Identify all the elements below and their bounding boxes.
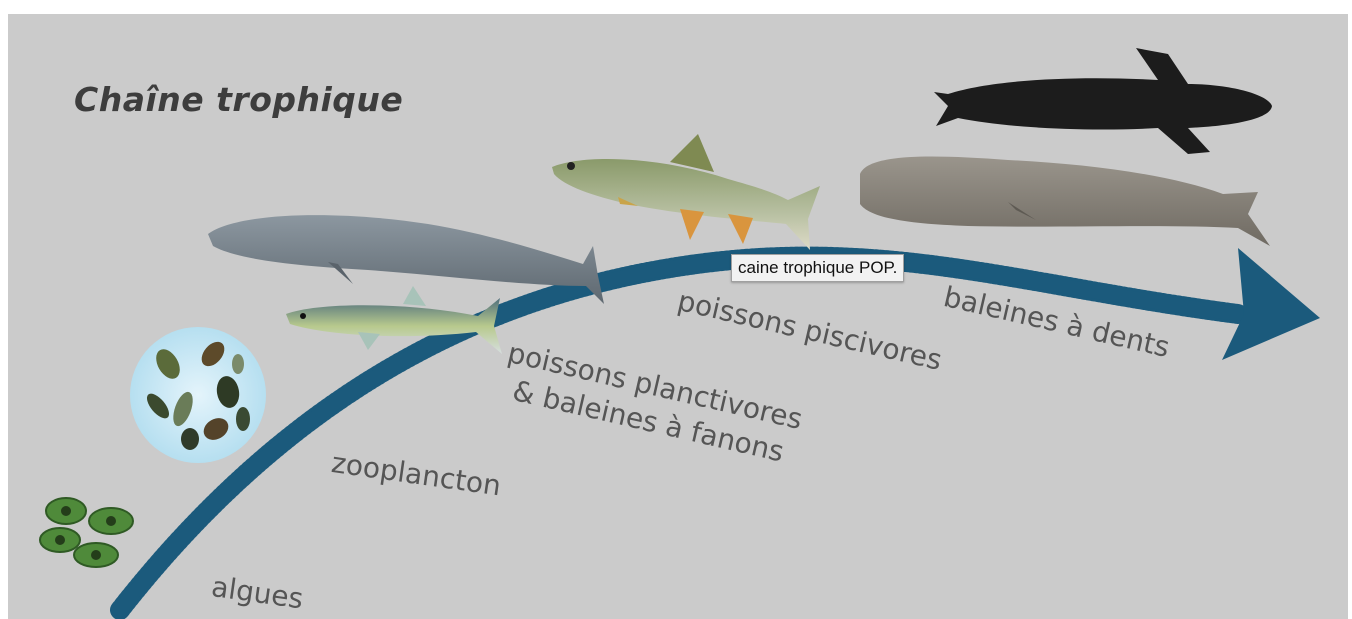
- zooplankton-icon: [130, 327, 266, 463]
- algae-icon: [40, 498, 133, 567]
- sperm-whale-icon: [860, 157, 1270, 246]
- page-title: Chaîne trophique: [74, 80, 403, 119]
- anchovy-fish-icon: [286, 286, 502, 354]
- pilot-whale-icon: [934, 48, 1272, 154]
- trout-fish-icon: [552, 134, 820, 250]
- tooltip: caine trophique POP.: [731, 254, 904, 282]
- food-chain-diagram: Chaîne trophique algues zooplancton pois…: [8, 14, 1348, 619]
